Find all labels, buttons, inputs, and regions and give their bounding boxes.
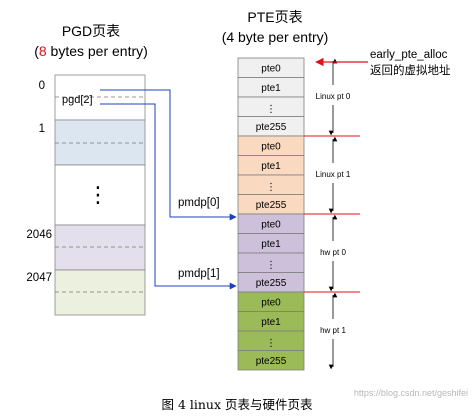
pte-entry-label: pte0 xyxy=(261,219,281,230)
pte-title: PTE页表 xyxy=(247,9,302,25)
pte-group-markers: Linux pt 0 Linux pt 1 hw pt 0 hw pt 1 xyxy=(304,58,360,370)
pte-dots: ⋮ xyxy=(266,182,276,193)
pgd-segment-white xyxy=(54,164,146,226)
pte-group-label: hw pt 0 xyxy=(320,248,346,257)
annotation-line2: 返回的虚拟地址 xyxy=(370,63,451,77)
pgd-dots: ⋮ xyxy=(87,182,109,207)
pmdp-label: pmdp[1] xyxy=(178,268,220,280)
early-pte-alloc-annotation: early_pte_alloc 返回的虚拟地址 xyxy=(315,49,451,77)
pgd-subtitle-number: 8 xyxy=(39,43,47,59)
pte-entry-label: pte1 xyxy=(261,161,281,172)
pgd-to-pte-arrows: pmdp[0] pmdp[1] xyxy=(100,89,237,290)
watermark: https://blog.csdn.net/geshifei xyxy=(354,388,468,398)
pgd-subtitle-prefix: ( xyxy=(34,43,39,59)
pgd-subtitle: (8 bytes per entry) xyxy=(34,43,148,59)
pgd-pointer-arrow-1 xyxy=(100,103,237,290)
pgd-index-label: 2047 xyxy=(26,272,52,284)
pte-dots: ⋮ xyxy=(266,260,276,271)
pte-entry-label: pte0 xyxy=(261,141,281,152)
pgd-title: PGD页表 xyxy=(62,23,120,39)
pte-entry-label: pte1 xyxy=(261,239,281,250)
pte-group-label: Linux pt 1 xyxy=(316,170,351,179)
pte-entry-label: pte1 xyxy=(261,317,281,328)
pte-group-label: Linux pt 0 xyxy=(316,92,351,101)
pte-entry-label: pte255 xyxy=(256,356,287,367)
pte-entry-label: pte0 xyxy=(261,297,281,308)
pte-entry-label: pte0 xyxy=(261,63,281,74)
pte-entry-label: pte255 xyxy=(256,122,287,133)
pte-subtitle: (4 byte per entry) xyxy=(222,29,329,45)
pgd-entry-label: pgd[2] xyxy=(62,94,93,106)
pgd-pointer-arrow-0 xyxy=(100,89,237,221)
pte-entry-label: pte255 xyxy=(256,200,287,211)
pgd-subtitle-rest: bytes per entry) xyxy=(47,43,148,59)
pgd-segment-green xyxy=(54,269,146,316)
pgd-index-label: 0 xyxy=(39,80,45,92)
pgd-index-label: 2046 xyxy=(26,229,52,241)
pte-dots: ⋮ xyxy=(266,338,276,349)
annotation-line1: early_pte_alloc xyxy=(370,49,448,61)
pte-dots: ⋮ xyxy=(266,104,276,115)
pgd-segment-blue xyxy=(54,119,146,166)
pte-table: pte0 pte1 ⋮ pte255 pte0 pte1 ⋮ pte255 pte0 pte1 ⋮ p… xyxy=(237,57,305,371)
pte-cell xyxy=(237,350,305,371)
pte-entry-label: pte255 xyxy=(256,278,287,289)
pgd-index-label: 1 xyxy=(39,123,45,135)
pte-group-label: hw pt 1 xyxy=(320,326,346,335)
pmdp-label: pmdp[0] xyxy=(178,197,220,209)
figure-caption: 图 4 linux 页表与硬件页表 xyxy=(161,397,313,412)
pgd-table: pgd[2] ⋮ 0 1 2046 2047 xyxy=(26,74,146,316)
pte-entry-label: pte1 xyxy=(261,83,281,94)
pgd-segment-purple xyxy=(54,224,146,271)
